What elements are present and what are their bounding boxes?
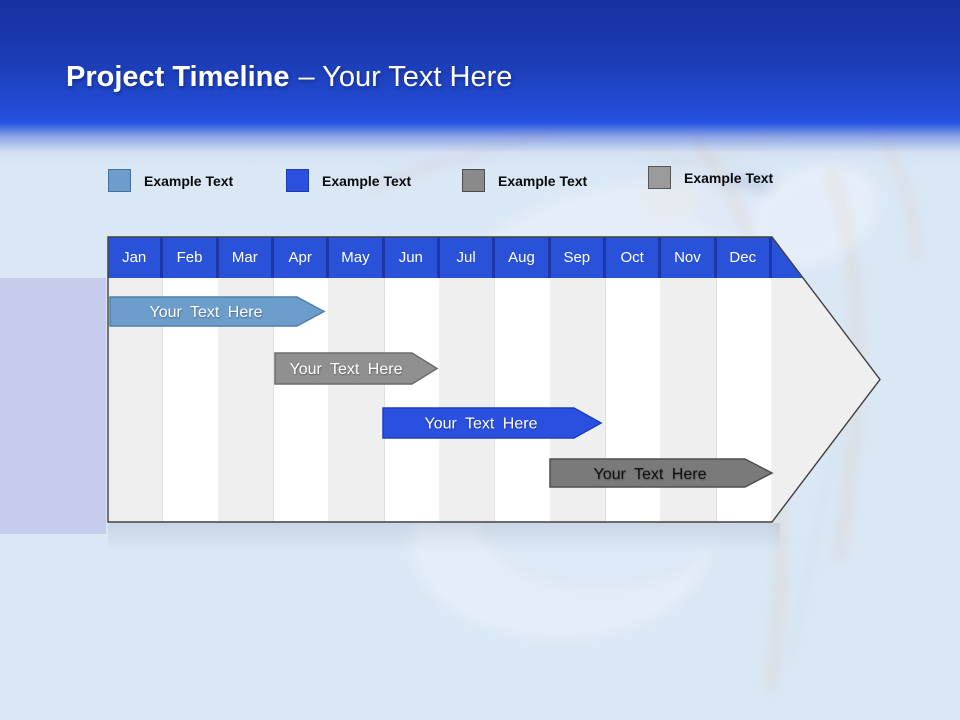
legend-swatch [286, 169, 309, 192]
month-cell: Dec [717, 237, 772, 278]
bar-label: Your Text Here [150, 304, 263, 321]
legend-item[interactable]: Example Text [648, 166, 773, 189]
month-cell: Aug [495, 237, 551, 278]
month-cell: May [329, 237, 385, 278]
month-cell: Jun [385, 237, 440, 278]
month-cell: Oct [606, 237, 662, 278]
bar-label: Your Text Here [594, 466, 707, 483]
gantt-bar[interactable]: Your Text Here [109, 296, 326, 327]
legend-item[interactable]: Example Text [108, 169, 233, 192]
legend-label: Example Text [498, 172, 588, 189]
gantt-bar[interactable]: Your Text Here [382, 407, 603, 439]
month-cell: Mar [219, 237, 274, 278]
table-reflection [108, 523, 780, 551]
bar-label: Your Text Here [425, 416, 538, 433]
gantt-bar[interactable]: Your Text Here [274, 352, 439, 385]
month-cell: Jan [108, 237, 164, 278]
body-column [329, 278, 385, 522]
body-column [384, 278, 440, 522]
side-accent-band [0, 278, 106, 534]
title-bold-text: Project Timeline [66, 61, 290, 93]
legend-label: Example Text [684, 169, 774, 186]
body-column [440, 278, 496, 522]
legend-swatch [462, 169, 485, 192]
month-cell: Apr [274, 237, 330, 278]
bar-label: Your Text Here [290, 361, 403, 378]
legend-label: Example Text [322, 172, 412, 189]
slide-title[interactable]: Project Timeline– Your Text Here [66, 61, 512, 94]
legend-item[interactable]: Example Text [462, 169, 587, 192]
month-header-row: Jan Feb Mar Apr May Jun Jul Aug Sep Oct … [108, 237, 880, 278]
gantt-bar[interactable]: Your Text Here [549, 458, 774, 488]
month-cell: Jul [440, 237, 496, 278]
month-cell: Nov [661, 237, 717, 278]
timeline-table[interactable]: Jan Feb Mar Apr May Jun Jul Aug Sep Oct … [108, 237, 880, 522]
legend-label: Example Text [144, 172, 234, 189]
month-cell: Feb [163, 237, 219, 278]
month-cell: Sep [551, 237, 606, 278]
title-light-text: – Your Text Here [298, 61, 513, 93]
legend-item[interactable]: Example Text [286, 169, 411, 192]
legend-swatch [108, 169, 131, 192]
body-column [495, 278, 551, 522]
legend-swatch [648, 166, 671, 189]
